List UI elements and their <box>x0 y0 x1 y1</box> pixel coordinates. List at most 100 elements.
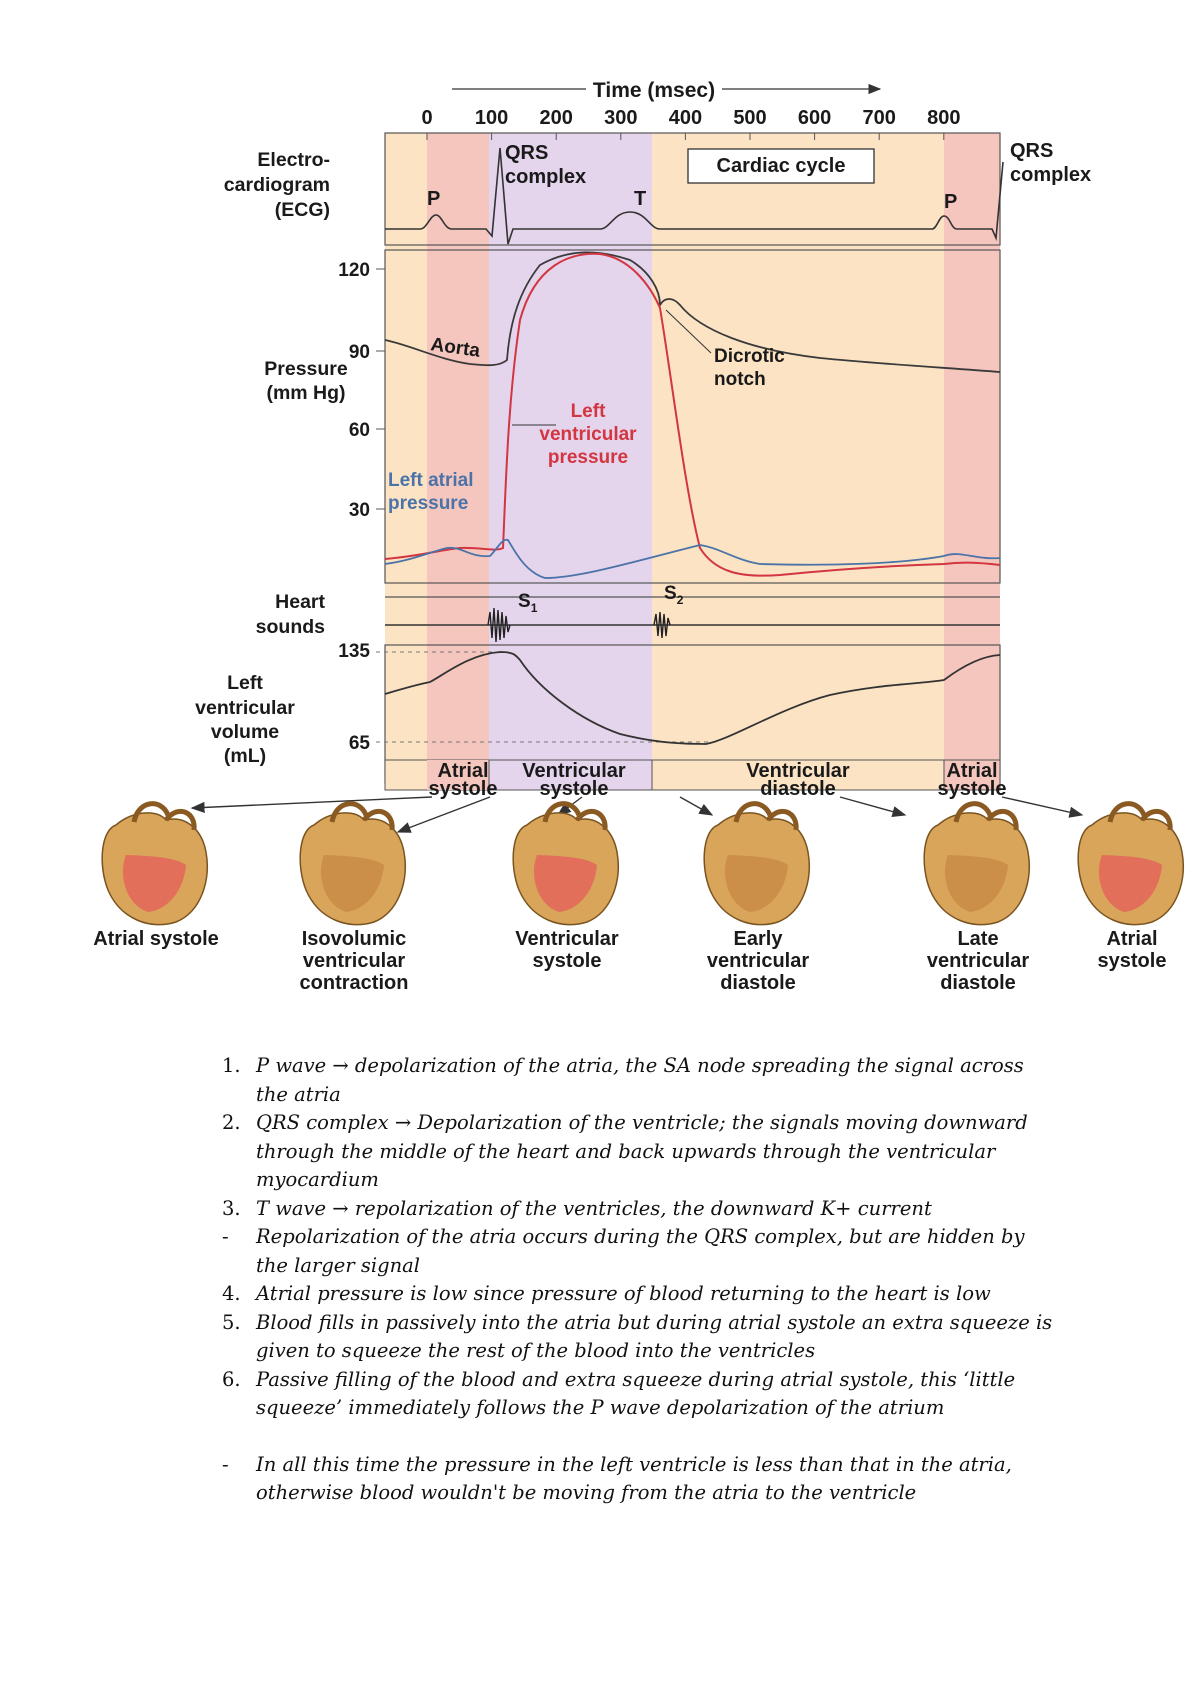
left-ventricular-pressure-curve <box>384 252 1001 577</box>
heart-caption-5c: diastole <box>940 972 1016 994</box>
volume-row-label-1: Left <box>227 672 263 694</box>
pressure-tick-90: 90 <box>349 342 370 363</box>
heart-illustration <box>703 801 810 926</box>
pressure-tick-30: 30 <box>349 500 370 521</box>
time-tick-200: 200 <box>540 107 573 129</box>
time-tick-300: 300 <box>604 107 637 129</box>
ecg-row-label-2: cardiogram <box>224 174 330 196</box>
note-text: Repolarization of the atria occurs durin… <box>256 1225 1025 1277</box>
phase-label-4b: systole <box>938 778 1007 800</box>
ecg-row-label-1: Electro- <box>257 149 330 171</box>
phase-bands <box>385 133 1000 783</box>
phase-label-3b: diastole <box>760 778 836 800</box>
ecg-qrs-label-1a: QRS <box>505 142 548 164</box>
ecg-qrs-label-2b: complex <box>1010 164 1091 186</box>
sounds-row-label-1: Heart <box>275 591 325 613</box>
note-text: T wave → repolarization of the ventricle… <box>256 1196 932 1220</box>
volume-row-label-4: (mL) <box>224 745 266 767</box>
pressure-row-label-1: Pressure <box>264 358 348 380</box>
time-tick-0: 0 <box>421 107 432 129</box>
s2-sound-burst <box>653 611 671 639</box>
ecg-qrs-label-1b: complex <box>505 166 586 188</box>
s1-label: S1 <box>518 591 538 615</box>
note-item: 3. T wave → repolarization of the ventric… <box>200 1195 1060 1224</box>
band-diastole-left <box>385 133 427 783</box>
ecg-trace <box>385 147 1004 245</box>
phase-bar <box>384 759 1001 791</box>
left-atrial-pressure-curve <box>384 538 1001 579</box>
panel-borders <box>384 132 1001 784</box>
volume-tick-135: 135 <box>338 641 370 662</box>
heart-caption-2a: Isovolumic <box>302 928 406 950</box>
heart-caption-3b: systole <box>533 950 602 972</box>
la-pressure-label-1: Left atrial <box>388 470 474 491</box>
note-marker: - <box>222 1452 229 1476</box>
note-marker: - <box>222 1225 229 1248</box>
heart-illustration <box>512 801 619 926</box>
cardiac-cycle-box <box>687 148 875 184</box>
note-text: Atrial pressure is low since pressure of… <box>256 1282 991 1305</box>
heart-caption-5b: ventricular <box>927 950 1029 972</box>
heart-caption-1a: Atrial systole <box>93 928 219 950</box>
phase-label-1b: systole <box>429 778 498 800</box>
heart-caption-6a: Atrial <box>1106 928 1157 950</box>
phase-label-2b: systole <box>540 778 609 800</box>
s1-sound-burst <box>487 607 511 643</box>
dicrotic-label-2: notch <box>714 369 766 390</box>
heart-caption-4a: Early <box>734 928 784 950</box>
note-item: 6. Passive filling of the blood and extra… <box>200 1366 1060 1423</box>
note-text: P wave → depolarization of the atria, th… <box>256 1054 1024 1106</box>
note-marker: 3. <box>222 1196 241 1220</box>
lv-pressure-label-1: Left <box>571 401 607 422</box>
heart-illustration <box>923 801 1030 926</box>
heart-caption-2b: ventricular <box>303 950 405 972</box>
lv-pressure-label-2: ventricular <box>539 424 637 445</box>
note-item: - In all this time the pressure in the le… <box>200 1451 1060 1508</box>
sounds-row-label-2: sounds <box>256 616 325 638</box>
heart-caption-4c: diastole <box>720 972 796 994</box>
time-tick-600: 600 <box>798 107 831 129</box>
note-text: Passive filling of the blood and extra s… <box>256 1367 1016 1420</box>
heart-caption-6b: systole <box>1098 950 1167 972</box>
volume-row-label-2: ventricular <box>195 697 295 719</box>
dicrotic-label-1: Dicrotic <box>714 346 785 367</box>
ecg-p-label-2: P <box>944 191 957 213</box>
note-marker: 5. <box>222 1310 241 1334</box>
note-text: Blood fills in passively into the atria … <box>256 1310 1053 1363</box>
cardiac-cycle-label: Cardiac cycle <box>717 155 846 177</box>
note-text: QRS complex → Depolarization of the vent… <box>256 1111 1028 1191</box>
volume-tick-65: 65 <box>349 733 371 754</box>
la-pressure-label-2: pressure <box>388 493 468 514</box>
lv-volume-curve <box>384 651 1001 745</box>
time-axis-title: Time (msec) <box>593 79 715 102</box>
band-atrial-systole-1 <box>427 133 489 783</box>
heart-caption-5a: Late <box>957 928 998 950</box>
lv-pressure-label-3: pressure <box>548 447 628 468</box>
phase-label-2a: Ventricular <box>522 760 626 782</box>
band-ventricular-diastole <box>652 133 944 783</box>
band-atrial-systole-2 <box>944 133 1000 783</box>
ecg-qrs-label-2a: QRS <box>1010 140 1053 162</box>
aorta-pressure-curve <box>384 251 1001 373</box>
heart-illustration <box>101 801 208 926</box>
s2-label: S2 <box>664 583 684 607</box>
notes-list: 1. P wave → depolarization of the atria, … <box>200 1052 1060 1508</box>
time-axis: Time (msec) 0 100 200 300 400 500 600 700 800 <box>421 79 960 140</box>
note-marker: 1. <box>222 1054 241 1077</box>
phase-label-4a: Atrial <box>946 760 997 782</box>
note-item: 2.QRS complex → Depolarization of the ve… <box>200 1109 1060 1195</box>
note-text: In all this time the pressure in the lef… <box>256 1452 1012 1505</box>
time-tick-400: 400 <box>669 107 702 129</box>
pressure-tick-120: 120 <box>338 260 370 281</box>
time-tick-500: 500 <box>733 107 766 129</box>
heart-illustration <box>1077 801 1184 926</box>
time-tick-100: 100 <box>475 107 508 129</box>
heart-caption-2c: contraction <box>300 972 409 994</box>
note-item: 4. Atrial pressure is low since pressure … <box>200 1280 1060 1309</box>
note-marker: 4. <box>222 1282 241 1305</box>
note-marker: 6. <box>222 1367 241 1391</box>
ecg-t-label: T <box>634 188 646 210</box>
time-tick-800: 800 <box>927 107 960 129</box>
time-tick-700: 700 <box>863 107 896 129</box>
wiggers-diagram: Time (msec) 0 100 200 300 400 500 600 700 800 El… <box>93 79 1184 994</box>
